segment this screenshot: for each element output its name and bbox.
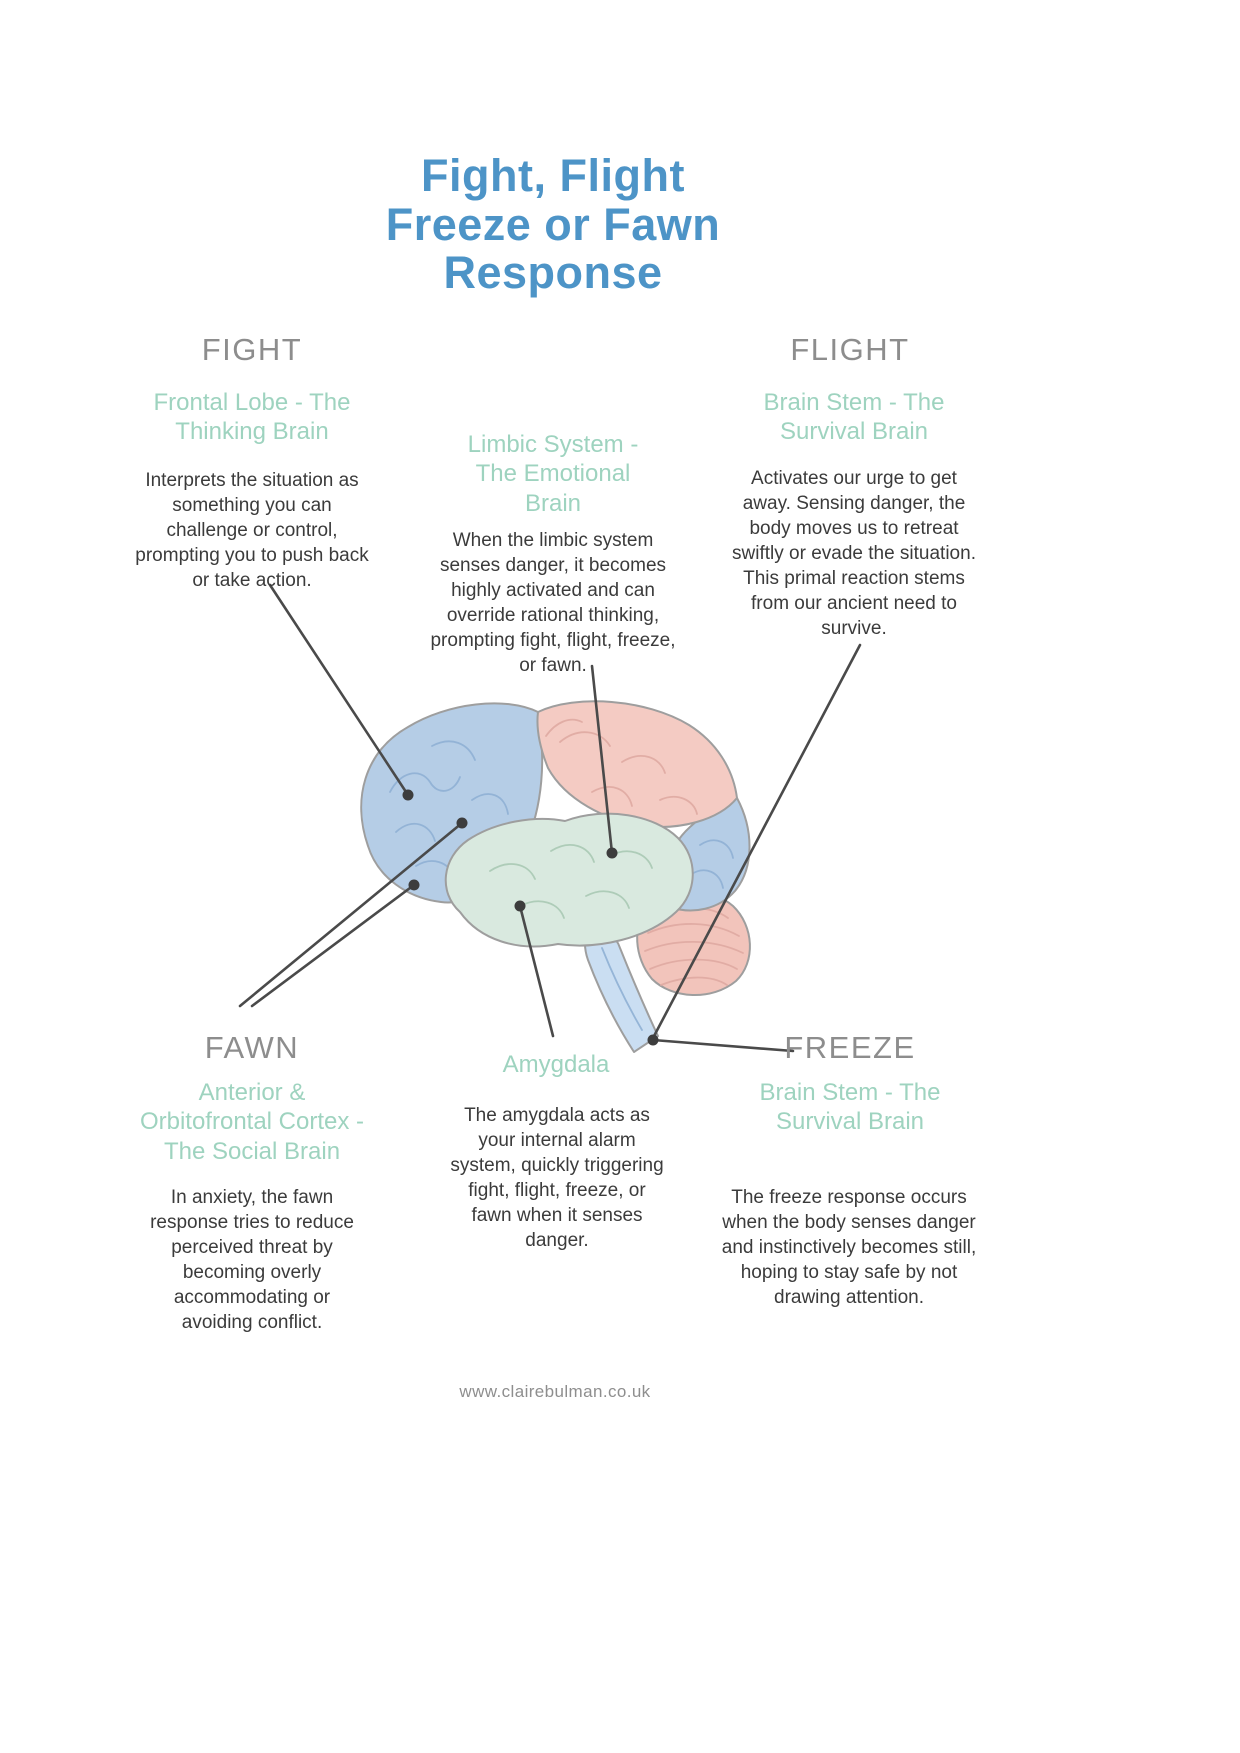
fawn-leader-line-1 — [238, 821, 464, 1008]
posterior-gyri-2 — [689, 869, 724, 889]
fight-heading: FIGHT — [201, 332, 303, 367]
flight-leader-line — [651, 643, 862, 1040]
flight-body: Activates our urge to get away. Sensing … — [732, 468, 976, 640]
brain-stem-region — [583, 921, 659, 1053]
frontal-lobe-region — [360, 702, 544, 904]
limbic-marker-dot — [606, 847, 618, 859]
fawn-body: In anxiety, the fawn response tries to r… — [150, 1187, 354, 1334]
limbic-body: When the limbic system senses danger, it… — [430, 530, 676, 677]
fawn-marker-dot-2 — [408, 879, 420, 891]
page-title-line-1: Fight, Flight — [421, 150, 685, 201]
limbic-subheading: Limbic System - The Emotional Brain — [467, 431, 639, 517]
frontal-lobe-marker-dot — [402, 789, 414, 801]
cerebellum-striation-lines — [644, 907, 744, 986]
fawn-leader-line-2 — [250, 883, 416, 1008]
cerebellum-region — [636, 890, 751, 996]
fawn-heading: FAWN — [204, 1030, 300, 1065]
page-title-line-2: Freeze or Fawn — [385, 198, 721, 250]
amygdala-leader-line — [518, 904, 555, 1038]
fawn-subheading: Anterior & Orbitofrontal Cortex - The So… — [139, 1079, 365, 1165]
fight-body: Interprets the situation as something yo… — [135, 470, 369, 592]
parietal-gyri — [545, 718, 698, 815]
posterior-gyri-1 — [699, 839, 734, 859]
freeze-heading: FREEZE — [784, 1030, 916, 1065]
amygdala-subheading: Amygdala — [502, 1051, 610, 1078]
brain-stem-gyri — [601, 947, 643, 1031]
website-url: www.clairebulman.co.uk — [459, 1382, 651, 1401]
brain-stem-marker-dot — [647, 1034, 659, 1046]
fight-subheading: Frontal Lobe - The Thinking Brain — [153, 389, 351, 446]
flight-heading: FLIGHT — [790, 332, 910, 367]
limbic-system-region — [444, 812, 694, 948]
posterior-cortex-region — [663, 797, 751, 912]
limbic-leader-line — [590, 664, 614, 855]
freeze-subheading: Brain Stem - The Survival Brain — [759, 1079, 941, 1136]
amygdala-body: The amygdala acts as your internal alarm… — [450, 1105, 664, 1252]
fawn-marker-dot-1 — [456, 817, 468, 829]
freeze-body: The freeze response occurs when the body… — [721, 1187, 977, 1309]
parietal-occipital-region — [536, 700, 738, 828]
limbic-gyri — [489, 844, 653, 919]
amygdala-marker-dot — [514, 900, 526, 912]
page-title: Fight, Flight Freeze or Fawn Response — [303, 150, 803, 299]
flight-subheading: Brain Stem - The Survival Brain — [763, 389, 945, 446]
frontal-lobe-gyri — [389, 740, 509, 878]
fight-leader-line — [268, 583, 410, 797]
page-title-line-3: Response — [443, 247, 663, 299]
